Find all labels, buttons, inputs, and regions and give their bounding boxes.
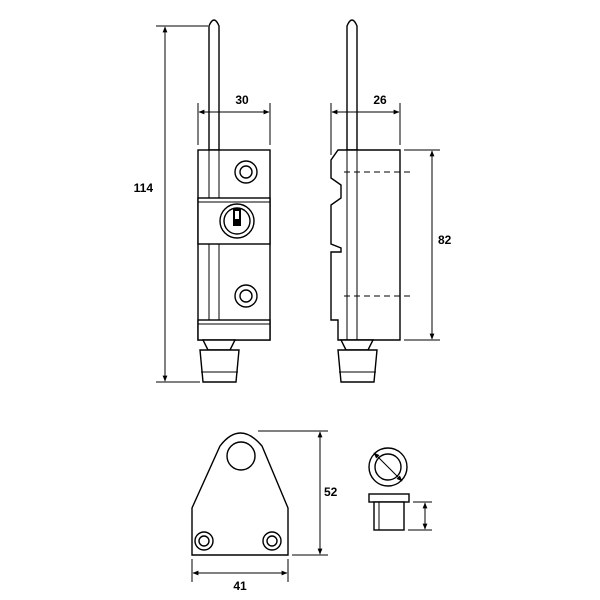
lock-cylinder [219, 203, 255, 239]
dim-side-width-label: 26 [373, 93, 387, 107]
side-body [330, 149, 401, 341]
sleeve-top-view [368, 447, 408, 487]
dim-plate-height-label: 52 [324, 485, 338, 499]
front-lower-screw-hole [234, 284, 258, 308]
plate-bolt-hole [226, 441, 256, 471]
side-rod [346, 19, 358, 151]
front-bottom-bar [197, 319, 271, 341]
plate-left-screw-hole [194, 531, 214, 551]
front-foot [201, 339, 237, 351]
side-foot [339, 339, 375, 351]
dim-overall-height: 114 [134, 25, 208, 383]
plate-outline [191, 432, 289, 556]
dim-plate-height: 52 [258, 430, 338, 556]
side-view [330, 19, 412, 383]
front-rod [208, 19, 220, 151]
plate-right-screw-hole [262, 531, 282, 551]
dim-side-height-label: 82 [438, 233, 452, 247]
front-lock-housing [197, 197, 271, 245]
front-body [197, 149, 271, 341]
dim-side-height: 82 [404, 149, 452, 341]
sleeve-flange [368, 493, 410, 503]
front-upper-screw-hole [234, 160, 258, 184]
dim-front-width-label: 30 [235, 93, 249, 107]
dim-side-width: 26 [330, 93, 401, 155]
dim-overall-height-label: 114 [134, 181, 154, 195]
dim-plate-width: 41 [191, 559, 289, 593]
dim-front-width: 30 [197, 93, 271, 145]
sleeve-side-view [368, 493, 432, 531]
keep-plate [191, 432, 289, 556]
front-view [197, 19, 271, 383]
sleeve-outer-circle [368, 447, 408, 487]
dim-plate-width-label: 41 [233, 579, 247, 593]
